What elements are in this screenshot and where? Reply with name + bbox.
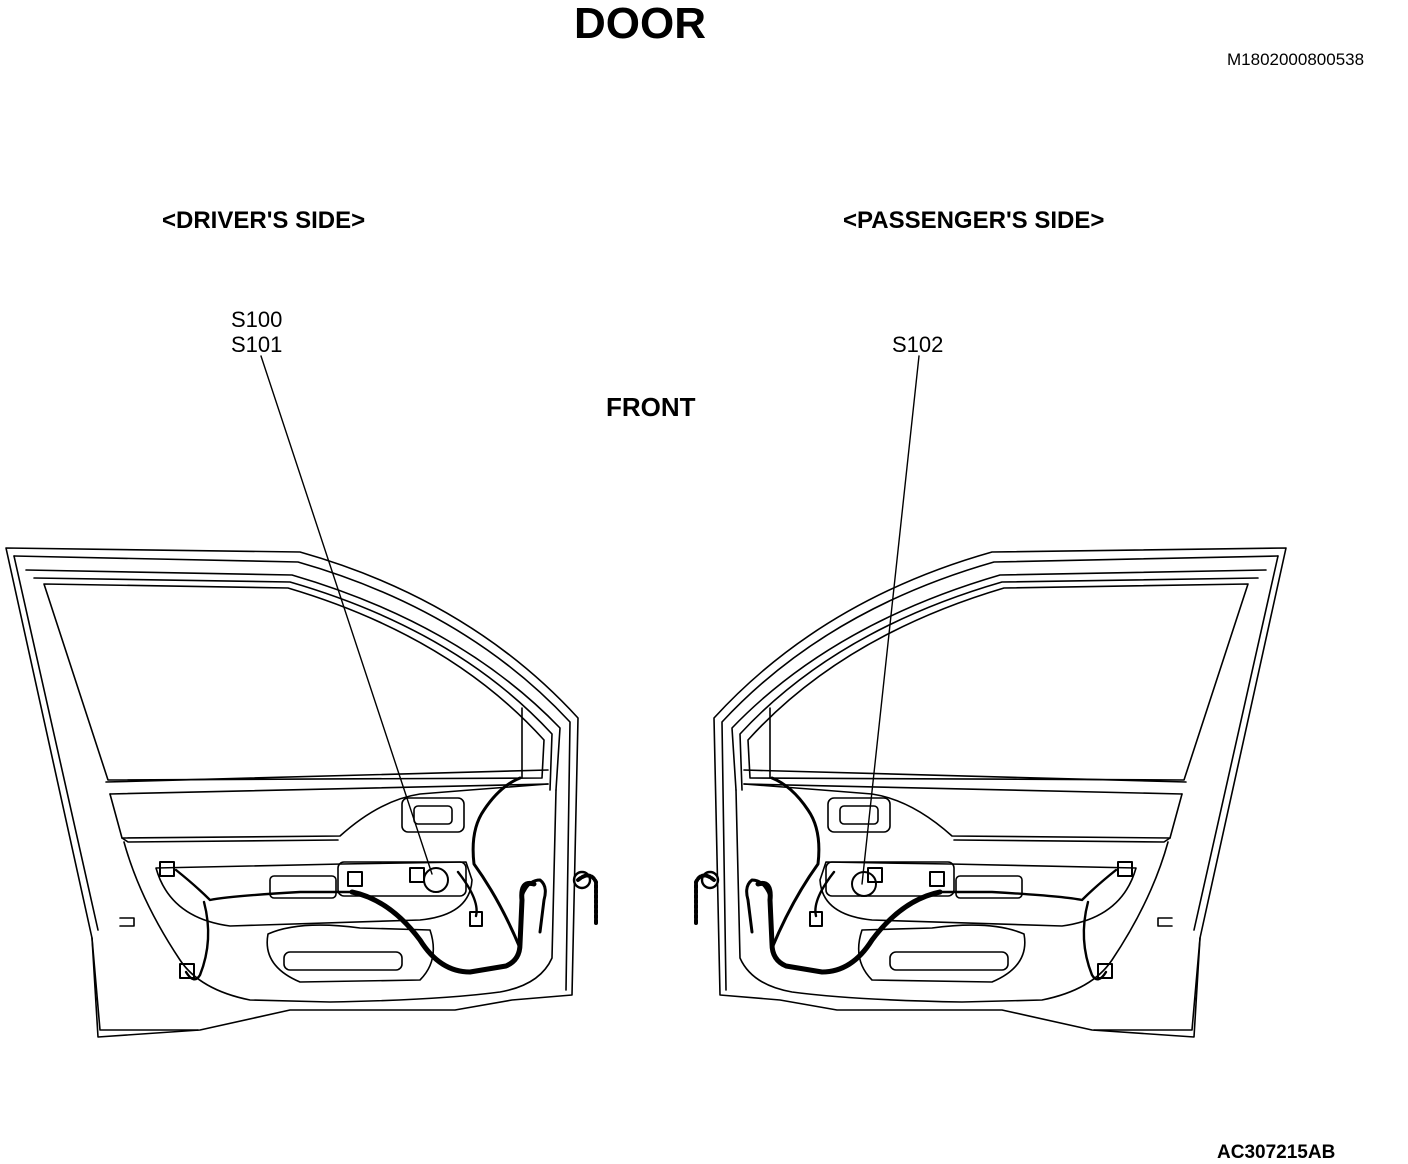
passenger-pocket-slot	[889, 951, 1009, 971]
driver-trim-crease	[121, 837, 339, 843]
callout-s102: S102	[892, 332, 944, 357]
passenger-window-channel-2	[739, 577, 1259, 791]
passenger-callout-leader	[861, 355, 920, 885]
passenger-hinge-tab	[1157, 917, 1173, 927]
driver-connector-1	[159, 861, 175, 877]
driver-window-channel-2	[33, 577, 553, 791]
passenger-harness-upper	[770, 776, 821, 950]
passenger-switch-panel	[825, 861, 955, 897]
driver-exit-harness	[576, 873, 598, 926]
driver-belt-line-2	[109, 783, 549, 795]
driver-armrest	[155, 861, 473, 927]
passenger-inner-handle	[827, 797, 891, 833]
passenger-inner-handle-grip	[839, 805, 879, 825]
driver-inner-handle-grip	[413, 805, 453, 825]
passenger-belt-line-2	[743, 783, 1183, 795]
driver-connector-5	[469, 911, 483, 927]
passenger-trim-lower	[735, 789, 1169, 1003]
driver-exit-grommet	[572, 870, 592, 890]
driver-hinge-tab	[119, 917, 135, 927]
passenger-harness-branch	[938, 868, 1118, 902]
passenger-armrest	[819, 861, 1137, 927]
driver-harness-upper	[471, 776, 522, 950]
passenger-door-illustration	[694, 547, 1287, 1038]
driver-belt-line	[105, 769, 549, 783]
driver-switch-panel	[337, 861, 467, 897]
passenger-grommet	[745, 878, 772, 934]
driver-door-illustration	[5, 547, 598, 1038]
passenger-door-frame-inner-2	[1193, 555, 1279, 931]
driver-connector-2	[179, 963, 195, 979]
driver-splice-marker	[423, 867, 449, 893]
passenger-door-pocket	[857, 924, 1026, 983]
driver-window-glass	[43, 583, 545, 781]
driver-harness-right	[456, 870, 478, 918]
passenger-side-heading: <PASSENGER'S SIDE>	[843, 207, 1105, 234]
passenger-trim-crease	[953, 837, 1171, 843]
driver-grab-handle	[269, 875, 337, 899]
passenger-harness-right	[814, 870, 836, 918]
driver-grommet	[520, 878, 547, 934]
front-direction-label: FRONT	[606, 392, 696, 422]
document-id: M1802000800538	[1227, 50, 1365, 69]
passenger-grab-handle	[955, 875, 1023, 899]
passenger-bottom-edge	[1093, 937, 1201, 1031]
driver-trim-upper	[109, 783, 549, 839]
passenger-connector-3	[929, 871, 945, 887]
passenger-exit-harness	[694, 873, 716, 926]
callout-s101: S101	[231, 332, 283, 357]
diagram-title: DOOR	[574, 0, 706, 48]
passenger-window-channel	[731, 569, 1267, 791]
callout-s100: S100	[231, 307, 283, 332]
driver-callout-leader	[260, 355, 433, 875]
driver-harness-branch	[174, 868, 354, 902]
passenger-window-glass	[747, 583, 1249, 781]
passenger-door-frame-inner-1	[721, 555, 1279, 991]
passenger-exit-grommet	[700, 870, 720, 890]
driver-window-channel	[25, 569, 561, 791]
driver-side-heading: <DRIVER'S SIDE>	[162, 207, 366, 234]
driver-door-pocket	[266, 924, 435, 983]
passenger-connector-5	[809, 911, 823, 927]
passenger-belt-line	[743, 769, 1187, 783]
driver-pocket-slot	[283, 951, 403, 971]
driver-inner-handle	[401, 797, 465, 833]
passenger-connector-1	[1117, 861, 1133, 877]
driver-bottom-edge	[91, 937, 199, 1031]
passenger-connector-2	[1097, 963, 1113, 979]
driver-door-frame-inner-1	[13, 555, 571, 991]
figure-id: AC307215AB	[1217, 1142, 1336, 1163]
passenger-splice-marker	[851, 871, 877, 897]
driver-trim-lower	[123, 789, 557, 1003]
driver-door-frame-inner-2	[13, 555, 99, 931]
driver-connector-3	[347, 871, 363, 887]
driver-door-outer-frame	[5, 547, 579, 1038]
passenger-door-outer-frame	[713, 547, 1287, 1038]
driver-connector-4	[409, 867, 425, 883]
